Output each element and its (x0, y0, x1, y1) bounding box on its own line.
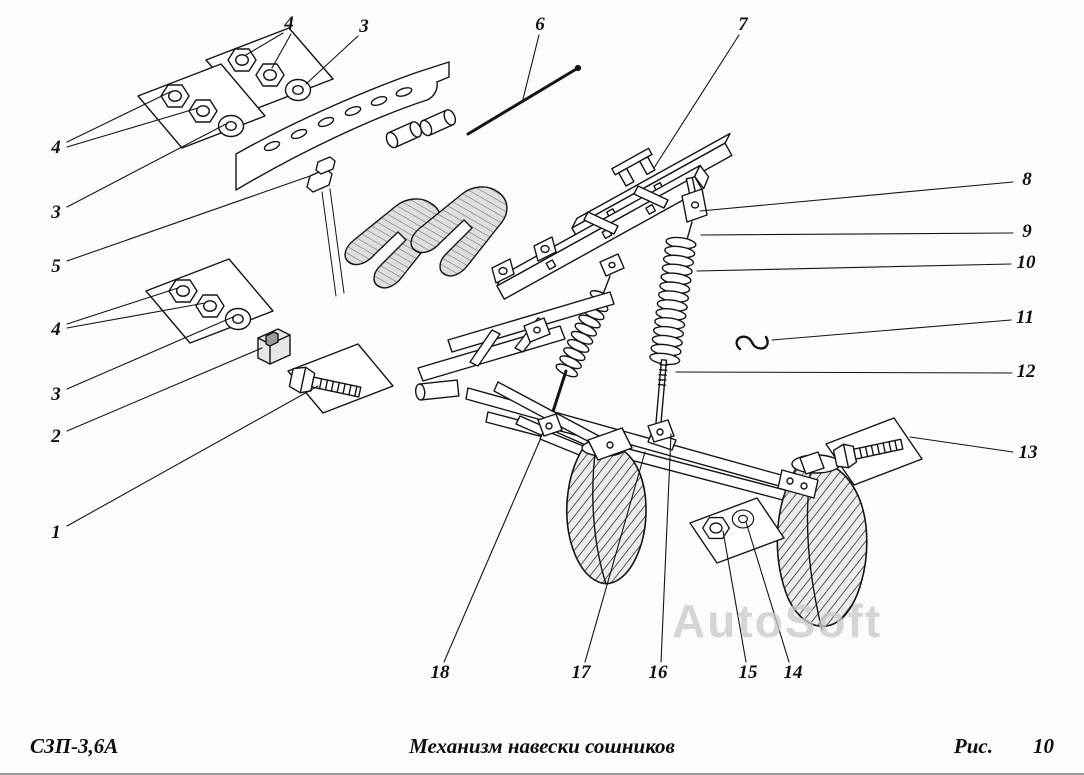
figure-number: Рис. 10 (954, 734, 1054, 759)
roller (419, 109, 457, 137)
frame-beam (235, 61, 450, 191)
callout-6: 6 (535, 14, 545, 35)
fastener-group-lower (145, 258, 274, 344)
callout-4: 4 (284, 13, 294, 34)
frame-tube-stub (414, 379, 460, 401)
fork-castings (344, 109, 508, 289)
callout-14: 14 (783, 662, 803, 683)
callout-13: 13 (1018, 442, 1038, 463)
callout-3: 3 (51, 202, 61, 223)
bolt-assembly (287, 343, 394, 414)
callout-12: 12 (1016, 361, 1036, 382)
callout-2: 2 (51, 426, 61, 447)
callout-15: 15 (738, 662, 758, 683)
s-hook (735, 335, 769, 351)
clamp-part (306, 156, 345, 297)
coulter-boot-right (776, 451, 868, 631)
spring-hanger (681, 176, 708, 244)
fig-num: 10 (1033, 734, 1054, 758)
leader-lines (66, 32, 1014, 663)
model-label: СЗП-3,6А (30, 734, 119, 758)
callout-3: 3 (51, 384, 61, 405)
clamp-block (257, 328, 291, 365)
callout-5: 5 (51, 256, 61, 277)
coulter-boot-left (566, 427, 647, 585)
rod-part (466, 64, 582, 136)
callout-4: 4 (51, 137, 61, 158)
caption-row: СЗП-3,6А Механизм навески сошников Рис. … (0, 732, 1084, 770)
callout-16: 16 (648, 662, 668, 683)
callout-7: 7 (738, 14, 748, 35)
callout-11: 11 (1016, 307, 1034, 328)
coil-spring-right (648, 235, 698, 433)
callout-18: 18 (430, 662, 450, 683)
main-frame (414, 291, 615, 401)
callout-4: 4 (51, 319, 61, 340)
roller (385, 121, 423, 149)
callout-3: 3 (359, 16, 369, 37)
toolbar-tubes (491, 132, 733, 300)
bolt-13-group (825, 417, 923, 486)
callout-17: 17 (571, 662, 591, 683)
tube-end-cap (491, 258, 515, 284)
fig-word: Рис. (953, 734, 993, 758)
toolbar-bracket (611, 147, 656, 187)
tube-end-cap (533, 236, 557, 262)
figure-title: Механизм навески сошников (409, 734, 675, 758)
watermark: AutoSoft (672, 595, 883, 647)
callout-10: 10 (1016, 252, 1036, 273)
callout-8: 8 (1022, 169, 1032, 190)
nut-washer-group (689, 497, 785, 564)
callout-1: 1 (51, 522, 61, 543)
callout-9: 9 (1022, 221, 1032, 242)
fastener-group-left (137, 63, 266, 149)
